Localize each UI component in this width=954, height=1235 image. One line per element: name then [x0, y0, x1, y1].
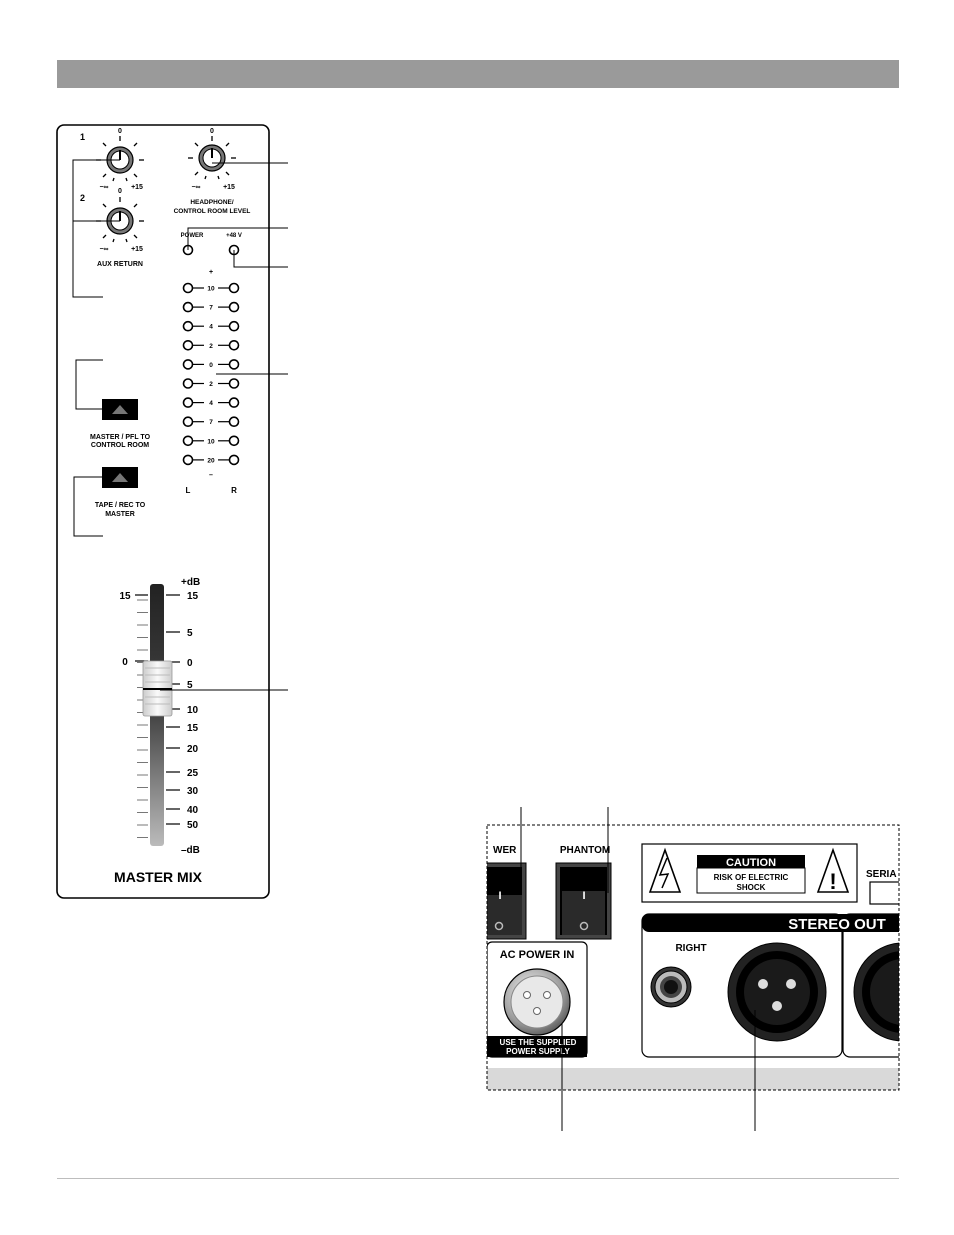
fader-unit-bottom: –dB [181, 845, 200, 856]
meter-row: 2 [182, 378, 240, 389]
tape-rec-label-1: TAPE / REC TO [95, 502, 146, 509]
meter-row: 4 [182, 320, 240, 332]
fader-scale-label: 20 [187, 744, 199, 755]
meter-led-left [182, 339, 194, 351]
meter-led-right [228, 416, 240, 428]
meter-row: 10 [182, 435, 240, 447]
fader-scale-label: 25 [187, 768, 199, 779]
aux-knob1-scale-min: −∞ [99, 184, 108, 191]
meter-led-right [228, 339, 240, 351]
meter-level-label: 0 [209, 362, 213, 369]
meter-level-label: 4 [209, 400, 213, 407]
fader-left-mark-0: 0 [122, 657, 128, 668]
meter-led-left [182, 378, 194, 389]
fader-scale-label: 15 [187, 723, 199, 734]
panel-frame [56, 124, 270, 899]
meter-led-right [228, 378, 240, 389]
meter-led-right [228, 454, 240, 466]
fader-scale-label: 0 [187, 658, 193, 669]
meter-led-right [228, 282, 240, 294]
fader-scale-label: 30 [187, 786, 199, 797]
meter-led-right [228, 359, 240, 370]
meter-led-right [228, 320, 240, 332]
meter-led-left [182, 301, 194, 313]
meter-right-label: R [231, 486, 237, 495]
meter-level-label: 2 [209, 343, 213, 350]
aux-knob2-scale-max: +15 [131, 246, 143, 253]
aux-knob1-scale-max: +15 [131, 184, 143, 191]
meter-row: 4 [182, 397, 240, 408]
fader-scale-label: 50 [187, 820, 199, 831]
headphone-scale-max: +15 [223, 184, 235, 191]
meter-led-left [182, 320, 194, 332]
meter-row: 0 [182, 359, 240, 370]
meter-plus: + [209, 269, 213, 276]
headphone-scale-top: 0 [210, 128, 214, 135]
master-pfl-label-2: CONTROL ROOM [91, 442, 149, 449]
meter-level-label: 7 [209, 305, 213, 312]
power-led-label: POWER [181, 233, 204, 239]
aux-knob2-scale-top: 0 [118, 188, 122, 195]
master-pfl-label-1: MASTER / PFL TO [90, 434, 151, 441]
phantom-led-label: +48 V [226, 233, 242, 239]
meter-led-right [228, 397, 240, 408]
meter-led-left [182, 454, 194, 466]
aux-knob2-scale-min: −∞ [99, 246, 108, 253]
master-mix-title: MASTER MIX [114, 869, 203, 885]
meter-level-label: 2 [209, 381, 213, 388]
meter-row: 7 [182, 416, 240, 428]
aux-knob1-number: 1 [80, 132, 85, 142]
aux-return-label: AUX RETURN [97, 261, 143, 268]
meter-row: 7 [182, 301, 240, 313]
fader-scale-label: 5 [187, 680, 193, 691]
meter-led-left [182, 359, 194, 370]
meter-level-label: 10 [207, 286, 215, 293]
fader-scale-label: 5 [187, 628, 193, 639]
meter-level-label: 10 [207, 438, 215, 445]
fader-left-mark-15: 15 [119, 591, 131, 602]
master-pfl-button[interactable] [102, 399, 138, 420]
aux-knob2-number: 2 [80, 193, 85, 203]
meter-row: 2 [182, 339, 240, 351]
meter-led-left [182, 282, 194, 294]
meter-led-right [228, 301, 240, 313]
meter-row: 20 [182, 454, 240, 466]
meter-level-label: 7 [209, 419, 213, 426]
meter-led-right [228, 435, 240, 447]
tape-rec-label-2: MASTER [105, 511, 135, 518]
headphone-label-2: CONTROL ROOM LEVEL [174, 208, 251, 215]
fader-unit-top: +dB [181, 577, 200, 588]
headphone-scale-min: −∞ [191, 184, 200, 191]
meter-led-left [182, 416, 194, 428]
fader-scale-label: 10 [187, 705, 199, 716]
fader-ticks [137, 594, 180, 838]
fader-scale-label: 40 [187, 805, 199, 816]
headphone-level-knob[interactable] [188, 136, 236, 180]
meter-led-left [182, 397, 194, 408]
footer-rule [57, 1178, 899, 1179]
header-bar [57, 60, 899, 88]
meter-row: 10 [182, 282, 240, 294]
meter-left-label: L [186, 486, 191, 495]
fader-cap[interactable] [142, 660, 173, 717]
callout-lines [72, 159, 288, 691]
tape-rec-button[interactable] [102, 467, 138, 488]
meter-level-label: 4 [209, 324, 213, 331]
meter-led-left [182, 435, 194, 447]
fader-scale-label: 15 [187, 591, 199, 602]
meter-level-label: 20 [207, 457, 215, 464]
meter-minus: – [209, 472, 213, 479]
aux-knob1-scale-top: 0 [118, 128, 122, 135]
headphone-label-1: HEADPHONE/ [190, 199, 234, 206]
